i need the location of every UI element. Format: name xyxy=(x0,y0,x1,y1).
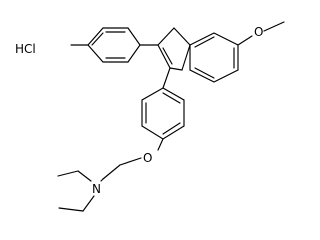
n-ethyl-upper xyxy=(57,170,92,182)
methoxy-group: O xyxy=(237,21,285,46)
indene-benzo-ring xyxy=(189,32,239,83)
salt-label: HCl xyxy=(15,42,36,56)
ether-oxygen-label: O xyxy=(143,151,152,165)
tolyl-ring xyxy=(87,27,141,63)
chemical-structure-diagram: HCl O xyxy=(15,21,285,212)
ethylene-chain xyxy=(100,164,121,182)
indene-five-ring xyxy=(157,27,191,71)
phenoxy-ring xyxy=(141,87,185,140)
indene-phenyl-bond xyxy=(162,67,171,89)
amine-nitrogen-label: N xyxy=(92,182,101,196)
ether-linkage: O xyxy=(119,138,164,166)
n-ethyl-lower xyxy=(58,195,95,212)
methoxy-oxygen-label: O xyxy=(254,25,263,39)
